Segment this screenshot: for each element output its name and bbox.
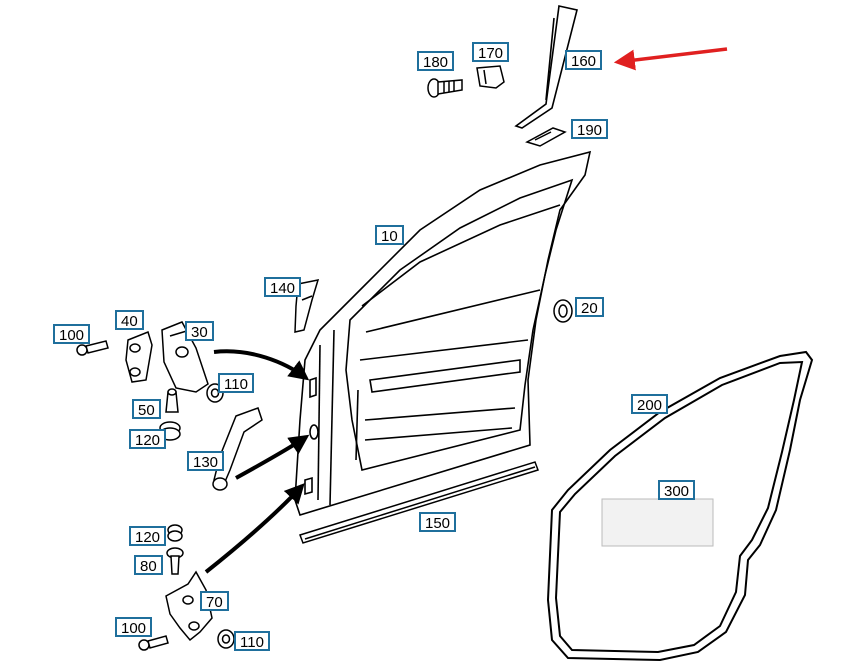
callout-190[interactable]: 190: [571, 119, 609, 139]
callout-40[interactable]: 40: [115, 310, 144, 330]
part-100-screw-bottom: [138, 635, 169, 651]
callout-110-top[interactable]: 110: [218, 373, 254, 393]
callout-130[interactable]: 130: [187, 451, 225, 471]
callout-120-top[interactable]: 120: [129, 429, 167, 449]
callout-50[interactable]: 50: [132, 399, 161, 419]
callout-10[interactable]: 10: [375, 225, 404, 245]
part-30-hinge: [161, 321, 209, 393]
part-80-pin: [166, 547, 184, 575]
callout-110-bottom[interactable]: 110: [234, 631, 270, 651]
part-100-screw-top: [76, 340, 109, 356]
callout-100-top[interactable]: 100: [53, 324, 91, 344]
callout-180[interactable]: 180: [417, 51, 455, 71]
part-150-sill-strip: [299, 461, 539, 544]
part-190-bracket: [525, 127, 567, 147]
part-180-screw: [427, 78, 463, 98]
part-200-door-seal: [546, 350, 814, 662]
callout-160[interactable]: 160: [565, 50, 603, 70]
callout-140[interactable]: 140: [264, 277, 302, 297]
callout-20[interactable]: 20: [575, 297, 604, 317]
part-110-washer-bottom: [217, 629, 235, 649]
part-160-window-strip: [514, 5, 578, 129]
assembly-arrows: [204, 349, 310, 574]
callout-80[interactable]: 80: [134, 555, 163, 575]
callout-70[interactable]: 70: [200, 591, 229, 611]
highlight-arrow: [613, 47, 728, 71]
part-120-nut-bottom: [167, 524, 183, 542]
part-110-washer-top: [206, 383, 224, 403]
part-170-clip: [476, 65, 505, 89]
callout-120-bottom[interactable]: 120: [129, 526, 167, 546]
callout-150[interactable]: 150: [419, 512, 457, 532]
part-10-door-shell: [294, 150, 592, 516]
callout-30[interactable]: 30: [185, 321, 214, 341]
callout-170[interactable]: 170: [472, 42, 510, 62]
callout-100-bottom[interactable]: 100: [115, 617, 153, 637]
callout-200[interactable]: 200: [631, 394, 669, 414]
callout-300[interactable]: 300: [658, 480, 696, 500]
part-20-grommet: [553, 299, 573, 323]
part-40-hinge: [125, 331, 153, 383]
part-70-hinge: [165, 570, 213, 642]
part-300-label: [601, 498, 714, 547]
part-50-pin: [165, 388, 179, 413]
